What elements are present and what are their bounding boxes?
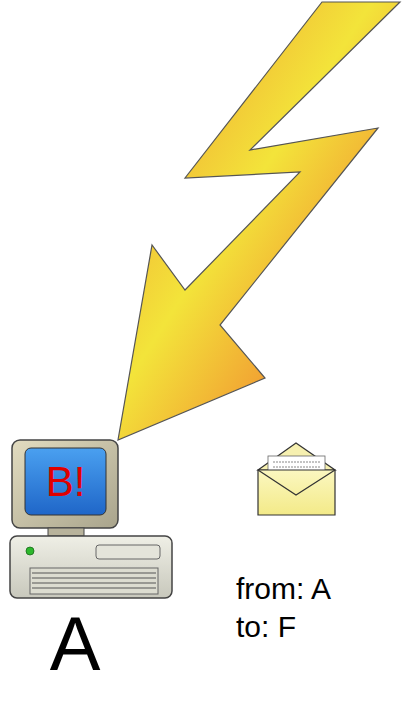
computer-icon — [10, 440, 172, 598]
host-label: A — [20, 601, 130, 687]
message-field: from: A — [236, 572, 331, 605]
screen-text: B! — [25, 448, 106, 515]
computer-node: B! A — [8, 435, 178, 700]
envelope-icon — [258, 443, 335, 515]
lightning-bolt — [118, 2, 400, 440]
message-field: to: F — [236, 610, 296, 643]
